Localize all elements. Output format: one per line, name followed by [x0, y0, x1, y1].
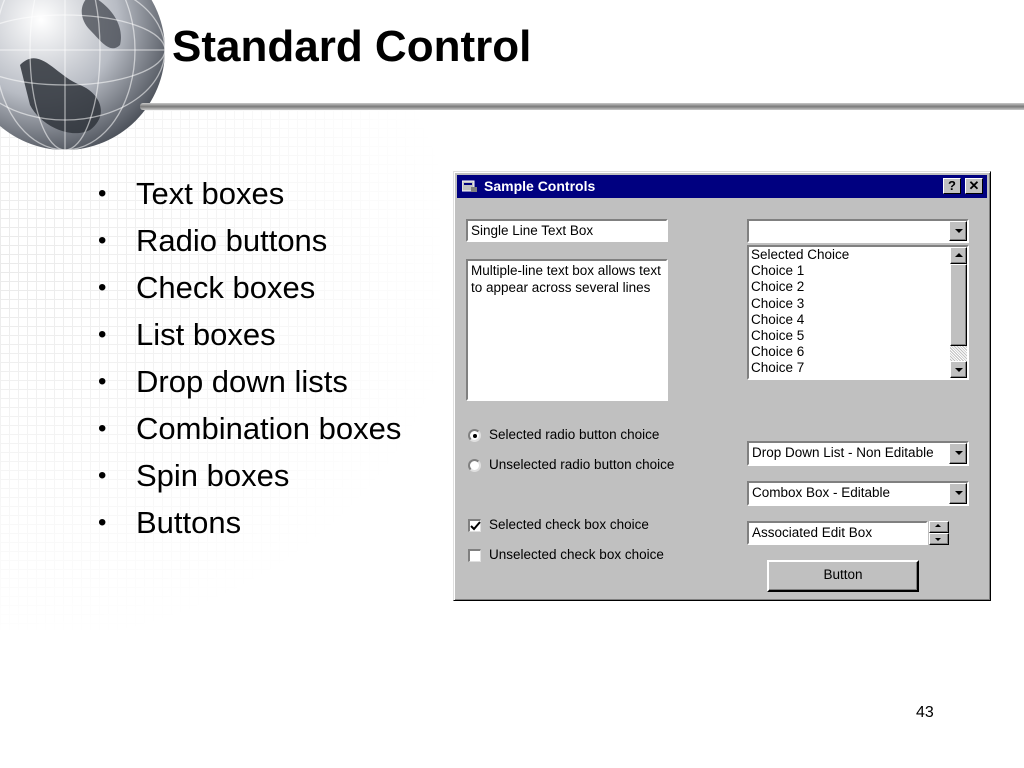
bullet-dot: • — [98, 367, 107, 395]
bullet-item: • Radio buttons — [98, 217, 401, 264]
sample-controls-dialog: Sample Controls ? ✕ Single Line Text Box… — [453, 171, 991, 601]
bullet-item: • Check boxes — [98, 264, 401, 311]
dropdown-list-value: Drop Down List - Non Editable — [752, 445, 934, 460]
selected-radio-label[interactable]: Selected radio button choice — [489, 427, 660, 442]
scroll-thumb[interactable] — [950, 264, 967, 346]
selected-check-box[interactable] — [468, 519, 481, 532]
globe-icon — [0, 0, 166, 151]
push-button[interactable]: Button — [767, 560, 919, 592]
bullet-text: Check boxes — [136, 269, 316, 305]
scroll-up-button[interactable] — [950, 247, 967, 264]
multi-line-text-line-1: Multiple-line text box allows text — [471, 263, 661, 278]
selected-radio-button[interactable] — [468, 429, 481, 442]
bullet-text: Spin boxes — [136, 457, 290, 493]
slide-title: Standard Control — [172, 22, 532, 71]
title-divider — [140, 103, 1024, 110]
bullet-text: List boxes — [136, 316, 276, 352]
bullet-dot: • — [98, 179, 107, 207]
scroll-down-button[interactable] — [950, 361, 967, 378]
spin-up-button[interactable] — [929, 521, 949, 533]
chevron-down-icon — [955, 491, 963, 495]
bullet-text: Text boxes — [136, 175, 285, 211]
spin-edit-value: Associated Edit Box — [752, 525, 873, 540]
close-button[interactable]: ✕ — [965, 178, 983, 194]
list-item[interactable]: Choice 5 — [751, 327, 805, 343]
multi-line-text-line-2: to appear across several lines — [471, 280, 651, 295]
list-box[interactable]: Selected Choice Choice 1 Choice 2 Choice… — [747, 245, 969, 380]
top-combo-box[interactable] — [747, 219, 969, 243]
bullet-item: • Drop down lists — [98, 358, 401, 405]
spin-down-button[interactable] — [929, 533, 949, 545]
bullet-dot: • — [98, 508, 107, 536]
radio-dot — [472, 433, 477, 438]
chevron-down-icon — [955, 451, 963, 455]
dialog-title: Sample Controls — [484, 178, 596, 194]
bullet-text: Combination boxes — [136, 410, 402, 446]
bullet-dot: • — [98, 414, 107, 442]
list-scrollbar[interactable] — [950, 247, 967, 378]
bullet-text: Drop down lists — [136, 363, 348, 399]
scroll-down-icon — [955, 368, 963, 372]
bullet-item: • List boxes — [98, 311, 401, 358]
bullet-item: • Combination boxes — [98, 405, 401, 452]
unselected-check-box[interactable] — [468, 549, 481, 562]
dropdown-list-button[interactable] — [949, 443, 967, 464]
bullet-list: •Text boxes •Radio buttons •Check boxes … — [98, 170, 401, 546]
checkmark-icon — [470, 521, 481, 531]
combo-box-button[interactable] — [949, 483, 967, 504]
list-item[interactable]: Selected Choice — [751, 247, 850, 262]
bullet-dot: • — [98, 226, 107, 254]
bullet-text: Buttons — [136, 504, 242, 540]
help-button[interactable]: ? — [943, 178, 961, 194]
selected-check-label[interactable]: Selected check box choice — [489, 517, 649, 532]
list-item[interactable]: Choice 4 — [751, 311, 805, 327]
dropdown-list[interactable]: Drop Down List - Non Editable — [747, 441, 969, 466]
multi-line-text-box[interactable]: Multiple-line text box allows text to ap… — [466, 259, 668, 401]
list-item[interactable]: Choice 6 — [751, 344, 805, 360]
list-item[interactable]: Choice 3 — [751, 295, 805, 311]
list-item[interactable]: Choice 1 — [751, 263, 805, 279]
chevron-down-icon — [955, 229, 963, 233]
unselected-radio-label[interactable]: Unselected radio button choice — [489, 457, 675, 472]
spin-edit-box[interactable]: Associated Edit Box — [747, 521, 928, 545]
spin-up-icon — [935, 524, 941, 527]
page-number: 43 — [916, 704, 934, 721]
bullet-text: Radio buttons — [136, 222, 328, 258]
single-line-text-box[interactable]: Single Line Text Box — [466, 219, 668, 242]
list-item[interactable]: Choice 2 — [751, 279, 805, 295]
bullet-dot: • — [98, 273, 107, 301]
bullet-item: • Spin boxes — [98, 452, 401, 499]
dialog-titlebar[interactable]: Sample Controls ? ✕ — [457, 175, 987, 198]
list-item[interactable]: Choice 7 — [751, 360, 805, 376]
app-icon — [462, 180, 477, 192]
combo-box-value: Combox Box - Editable — [752, 485, 891, 500]
top-combo-dropdown-button[interactable] — [949, 221, 967, 241]
unselected-check-label[interactable]: Unselected check box choice — [489, 547, 664, 562]
bullet-item: • Buttons — [98, 499, 401, 546]
single-line-text-value: Single Line Text Box — [471, 223, 594, 238]
bullet-item: • Text boxes — [98, 170, 401, 217]
background-grid — [0, 110, 440, 630]
combo-box[interactable]: Combox Box - Editable — [747, 481, 969, 506]
scroll-up-icon — [955, 253, 963, 257]
bullet-dot: • — [98, 461, 107, 489]
bullet-dot: • — [98, 320, 107, 348]
spin-down-icon — [935, 538, 941, 541]
unselected-radio-button[interactable] — [468, 459, 481, 472]
list-box-items: Selected Choice Choice 1 Choice 2 Choice… — [751, 247, 849, 377]
